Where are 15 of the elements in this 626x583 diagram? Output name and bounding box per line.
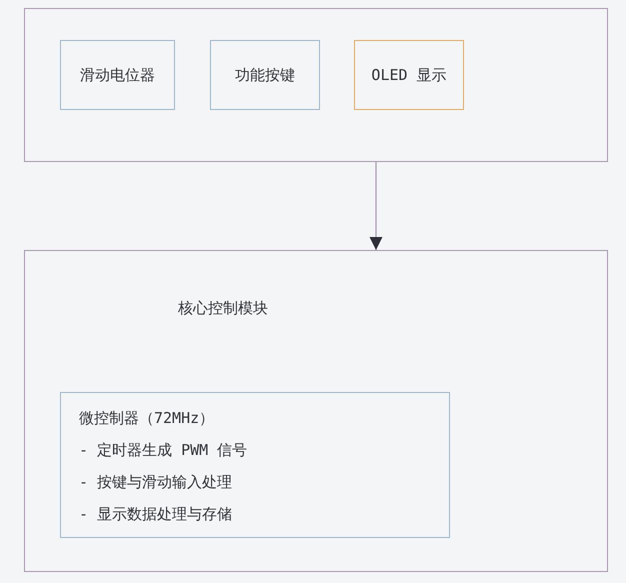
list-item: - 按键与滑动输入处理 bbox=[79, 472, 232, 493]
box-label: 滑动电位器 bbox=[80, 65, 155, 86]
list-item: - 定时器生成 PWM 信号 bbox=[79, 440, 248, 461]
component-box bbox=[60, 40, 175, 110]
group-frame bbox=[24, 8, 608, 162]
inner-box bbox=[60, 392, 450, 538]
component-box bbox=[354, 40, 464, 110]
box-label: 功能按键 bbox=[235, 65, 295, 86]
box-label: OLED 显示 bbox=[371, 65, 447, 86]
list-item: - 显示数据处理与存储 bbox=[79, 504, 232, 525]
arrow bbox=[370, 162, 382, 250]
spec-text: 微控制器（72MHz） bbox=[79, 408, 214, 429]
module-box bbox=[24, 250, 608, 572]
module-title: 核心控制模块 bbox=[178, 298, 268, 319]
component-box bbox=[210, 40, 320, 110]
